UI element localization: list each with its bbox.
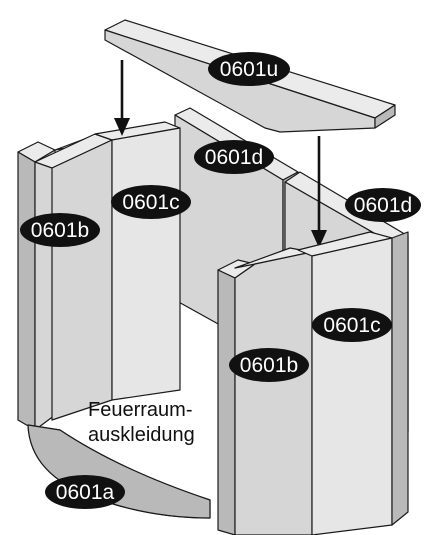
label-floor-plate: 0601a [45,475,125,509]
caption-line-1: Feuerraum- [88,399,192,421]
label-floor-plate-text: 0601a [56,481,115,504]
label-right-inner-plate-text: 0601c [323,314,380,337]
label-right-inner-plate: 0601c [312,308,392,342]
label-top-plate: 0601u [208,52,290,86]
arrow-top-right [311,136,327,248]
label-rear-plate: 0601d [194,140,274,174]
label-top-plate-text: 0601u [220,58,278,81]
label-left-side-plate-text: 0601b [31,219,89,242]
label-rear-plate-text: 0601d [205,146,263,169]
right-front-plate [217,247,313,535]
left-front-plate [34,121,181,421]
label-right-rear-plate-text: 0601d [354,194,412,217]
caption-line-2: auskleidung [88,424,195,446]
label-right-rear-plate: 0601d [345,188,421,222]
label-right-front-plate: 0601b [229,348,309,382]
label-right-front-plate-text: 0601b [240,354,298,377]
floor-plate [27,424,211,519]
label-left-front-plate-text: 0601c [122,191,179,214]
label-left-side-plate: 0601b [20,213,100,247]
arrow-top-left [114,60,130,136]
right-inner-plate [297,231,409,535]
label-left-front-plate: 0601c [111,185,191,219]
